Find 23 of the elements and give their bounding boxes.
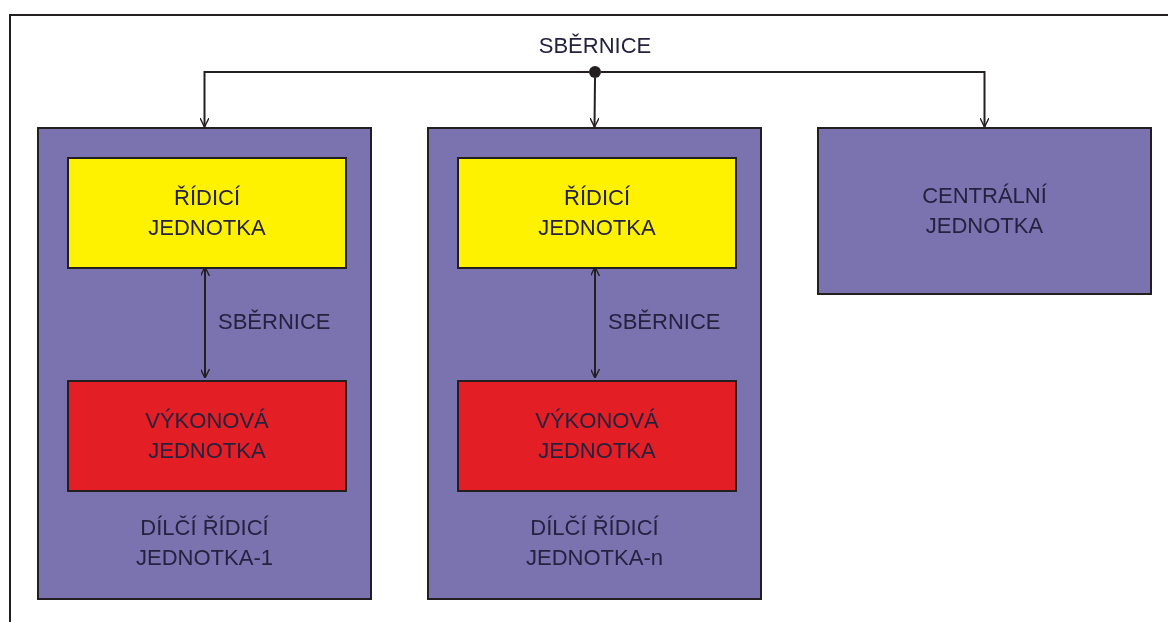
arrow xyxy=(589,266,601,379)
bus-label: SBĚRNICE xyxy=(538,33,652,59)
power-unit-box xyxy=(457,380,737,492)
control-unit-box xyxy=(457,157,737,269)
arrow xyxy=(589,77,600,128)
unit-box xyxy=(37,127,372,600)
control-unit-box xyxy=(67,157,347,269)
edge-label: SBĚRNICE xyxy=(608,308,721,335)
power-unit-box xyxy=(67,380,347,492)
arrow xyxy=(199,71,590,128)
unit-label: DÍLČÍ ŘÍDICÍ JEDNOTKA-1 xyxy=(135,514,274,572)
unit-box xyxy=(427,127,762,600)
arrow xyxy=(600,71,990,128)
unit-label: ŘÍDICÍ JEDNOTKA xyxy=(537,184,657,242)
edge-label: SBĚRNICE xyxy=(218,308,331,335)
unit-label: VÝKONOVÁ JEDNOTKA xyxy=(534,407,660,465)
bus-junction-dot xyxy=(589,66,601,78)
unit-label: ŘÍDICÍ JEDNOTKA xyxy=(147,184,267,242)
unit-box xyxy=(817,127,1152,295)
arrow xyxy=(199,266,211,379)
unit-label: CENTRÁLNÍ JEDNOTKA xyxy=(921,182,1048,240)
unit-label: VÝKONOVÁ JEDNOTKA xyxy=(144,407,270,465)
unit-label: DÍLČÍ ŘÍDICÍ JEDNOTKA-n xyxy=(525,514,664,572)
